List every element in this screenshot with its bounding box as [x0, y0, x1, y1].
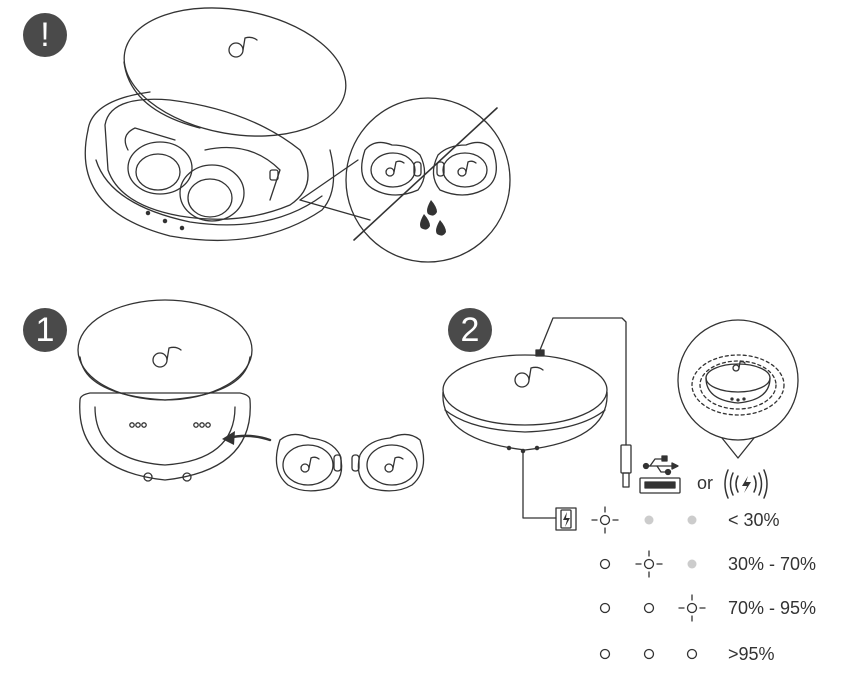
led-on-icon [643, 602, 655, 614]
level-label-2: 30% - 70% [728, 554, 817, 574]
led-blink-icon [591, 506, 619, 534]
callout-pointer [299, 159, 359, 201]
led-on-icon [599, 558, 611, 570]
led-dim-icon [687, 559, 697, 569]
level-label-4: >95% [728, 644, 775, 664]
prohibition-line [353, 107, 498, 241]
led-on-icon [643, 648, 655, 660]
or-label: or [697, 473, 714, 493]
water-drops-icon [420, 200, 446, 236]
wireless-charging-icon [724, 469, 768, 499]
led-on-icon [686, 648, 698, 660]
step-2-badge: 2 [448, 308, 492, 352]
step1-earbuds [275, 433, 425, 492]
led-on-icon [599, 648, 611, 660]
warning-badge: ! [23, 13, 67, 57]
led-dim-icon [644, 515, 654, 525]
wireless-pad-bubble [677, 319, 799, 459]
level-label-1: < 30% [728, 510, 780, 530]
led-blink-icon [678, 594, 706, 622]
led-dim-icon [687, 515, 697, 525]
soundcore-logo-icon [228, 36, 258, 58]
led-indicator-grid [591, 506, 706, 660]
no-water-callout [345, 97, 511, 263]
battery-icon [555, 507, 577, 531]
led-on-icon [599, 602, 611, 614]
usb-icon [639, 455, 681, 494]
step1-case-illustration [77, 299, 253, 482]
led-blink-icon [635, 550, 663, 578]
indicator-leader [522, 452, 557, 519]
step-1-badge: 1 [23, 308, 67, 352]
charging-cable [539, 317, 627, 446]
level-label-3: 70% - 95% [728, 598, 817, 618]
open-case-illustration [84, 7, 347, 242]
step2-case-illustration [442, 349, 608, 454]
